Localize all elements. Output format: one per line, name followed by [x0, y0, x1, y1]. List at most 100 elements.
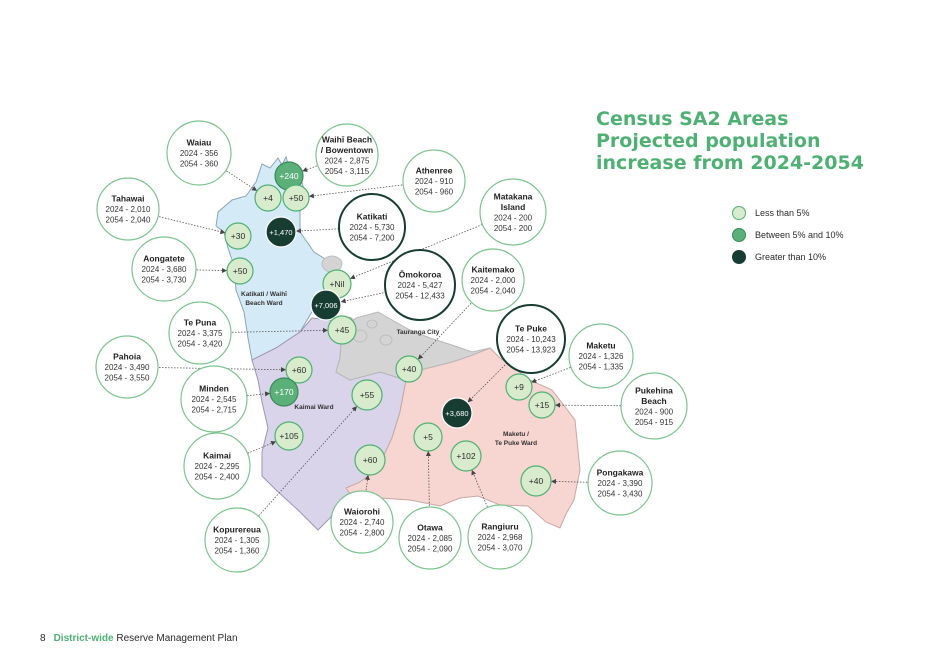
marker-label: +45: [335, 325, 350, 335]
marker-waiorohi: +60: [354, 444, 386, 476]
callout-value: 2024 - 2,740: [340, 518, 385, 527]
callout-title: Minden: [199, 384, 229, 394]
legend-swatch-high: [732, 250, 746, 264]
callout-value: 2054 - 915: [635, 418, 674, 427]
marker-circle: [450, 440, 482, 472]
footer-title: Reserve Management Plan: [116, 633, 238, 644]
title-line: increase from 2024-2054: [596, 152, 864, 174]
marker-label: +3,680: [445, 409, 468, 418]
marker-label: +55: [360, 390, 375, 400]
leader-arrow-pahoia: [280, 367, 287, 373]
marker-circle: [528, 391, 556, 419]
leader-arrow-pukehina-beach: [554, 402, 561, 408]
title-line: Projected population: [596, 130, 821, 152]
callout-value: 2024 - 5,730: [350, 223, 395, 232]
leader-line-waiorohi: [363, 474, 369, 506]
leader-arrow-rangiuru: [471, 469, 477, 476]
marker-label: +15: [535, 400, 550, 410]
leader-line-waiau: [213, 162, 258, 192]
callout-title: Beach: [641, 396, 667, 406]
leader-arrow-minden: [264, 391, 271, 397]
marker-te-puna: +45: [327, 315, 357, 345]
leader-arrow-tahawai: [219, 229, 226, 235]
leader-line-kaitemako: [417, 292, 482, 360]
callout-value: 2024 - 2,010: [106, 205, 151, 214]
callout-title: Kopurereua: [213, 525, 261, 535]
callout-value: 2024 - 2,968: [478, 533, 523, 542]
footer-accent: District-wide: [53, 633, 114, 644]
callout-value: 2054 - 3,115: [325, 167, 370, 176]
marker-circle: [505, 373, 533, 401]
marker-label: +240: [279, 171, 298, 181]
callout-title: Ōmokoroa: [399, 270, 442, 280]
leader-line-kopurereua: [248, 405, 358, 528]
marker-label: +30: [231, 231, 246, 241]
marker-otawa: +5: [413, 422, 443, 452]
callout-value: 2054 - 2,040: [106, 216, 151, 225]
callout-value: 2024 - 5,427: [398, 281, 443, 290]
marker-label: +60: [292, 365, 307, 375]
callout-value: 2054 - 3,550: [105, 374, 150, 383]
callout-value: 2054 - 3,730: [142, 276, 187, 285]
callout-title: Aongatete: [143, 254, 185, 264]
callout-ring: [620, 372, 688, 440]
legend-item-high: Greater than 10%: [732, 246, 872, 268]
marker-label: +40: [529, 476, 544, 486]
callout-value: 2054 - 2,400: [195, 473, 240, 482]
marker-circle: [282, 184, 310, 212]
ward-region-tauranga: [335, 311, 491, 381]
marker-circle: [269, 377, 299, 407]
legend-label: Less than 5%: [755, 208, 810, 218]
callout-value: 2024 - 2,295: [195, 462, 240, 471]
leader-arrow-omokoroa: [340, 298, 347, 304]
callout-title: Pukehina: [635, 385, 673, 395]
callout-ring: [568, 323, 634, 389]
leader-line-matakana-island: [349, 218, 497, 280]
callout-value: 2054 - 2,040: [471, 287, 516, 296]
leader-line-otawa: [427, 450, 431, 521]
marker-label: +50: [289, 193, 304, 203]
callout-ring: [398, 506, 462, 570]
callout-value: 2054 - 3,430: [598, 490, 643, 499]
marker-kopurereua: +55: [351, 379, 383, 411]
callout-title: Te Puke: [515, 324, 547, 334]
callout-value: 2024 - 10,243: [506, 335, 556, 344]
marker-kaitemako: +40: [395, 355, 423, 383]
leader-line-te-puna: [217, 329, 329, 334]
marker-label: +50: [233, 266, 248, 276]
callout-title: Matakana: [494, 191, 533, 201]
marker-te-puke: +3,680: [441, 397, 473, 429]
leader-line-pahoia: [144, 366, 287, 371]
callout-ring: [183, 432, 251, 500]
callout-title: Te Puna: [184, 318, 217, 328]
marker-rangiuru: +102: [450, 440, 482, 472]
marker-circle: [441, 397, 473, 429]
callout-value: 2054 - 2,090: [408, 545, 453, 554]
marker-circle: [310, 289, 342, 321]
marker-label: +102: [456, 451, 475, 461]
callout-ring: [180, 365, 248, 433]
callout-ring: [479, 178, 547, 246]
callout-ring: [496, 304, 566, 374]
leader-arrow-te-puna: [322, 327, 329, 333]
callout-value: 2024 - 2,000: [471, 276, 516, 285]
leader-line-waihi-beach: [302, 160, 332, 172]
marker-tahawai: +30: [224, 222, 252, 250]
legend-swatch-mid: [732, 228, 746, 242]
harbour-island: [379, 334, 393, 346]
marker-omokoroa: +7,006: [310, 289, 342, 321]
callout-value: 2054 - 13,923: [506, 346, 556, 355]
marker-label: +40: [402, 364, 417, 374]
callout-value: 2024 - 356: [180, 149, 219, 158]
callout-value: 2054 - 2,715: [192, 406, 237, 415]
